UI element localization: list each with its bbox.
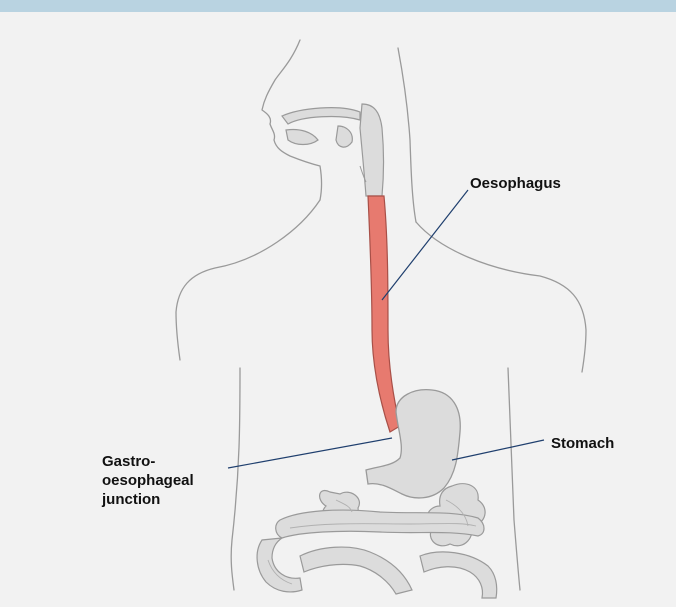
gej-label-line-3: junction [102, 490, 242, 509]
stomach-leader [452, 440, 544, 460]
stomach-label: Stomach [551, 434, 614, 453]
gej-label-line-2: oesophageal [102, 471, 242, 490]
gastro-oesophageal-junction-label: Gastro- oesophageal junction [102, 452, 242, 509]
gej-label-line-1: Gastro- [102, 452, 242, 471]
oesophagus-tube [368, 196, 400, 432]
mouth-detail [282, 108, 360, 147]
oesophagus-label: Oesophagus [470, 174, 561, 193]
pharynx [360, 104, 384, 196]
oesophagus-leader [382, 190, 468, 300]
stomach [366, 390, 460, 498]
intestines [257, 484, 497, 598]
neck-back-outline [398, 48, 416, 222]
right-shoulder-outline [416, 222, 586, 372]
left-shoulder-outline [176, 200, 320, 360]
gej-leader [228, 438, 392, 468]
right-torso-outline [508, 368, 520, 590]
